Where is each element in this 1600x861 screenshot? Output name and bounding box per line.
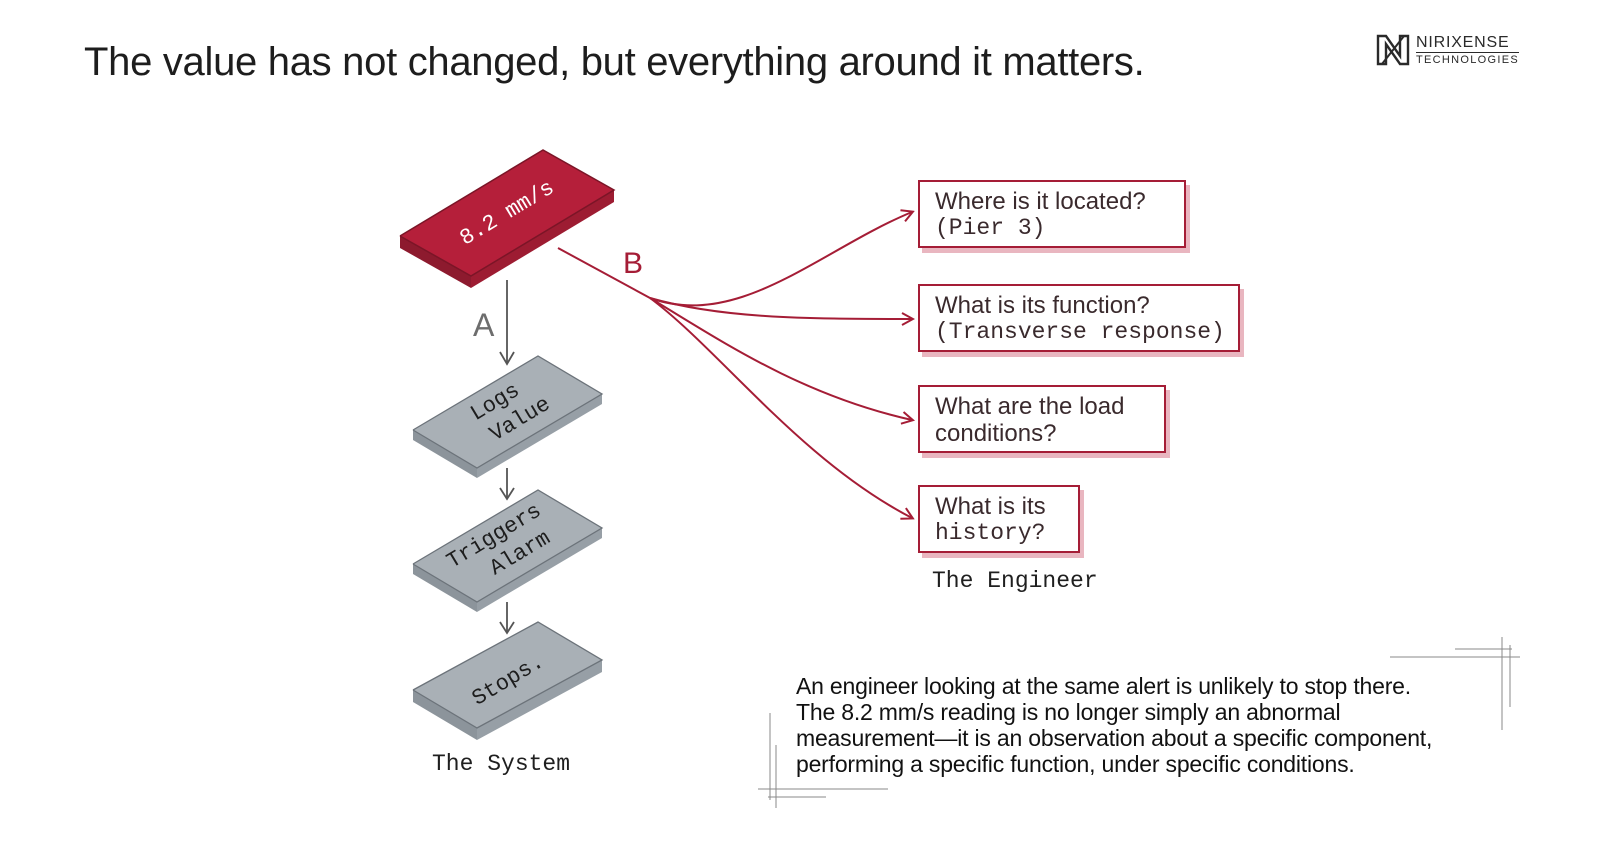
logo-subtitle: TECHNOLOGIES [1416,53,1520,66]
explanation-paragraph: An engineer looking at the same alert is… [796,673,1496,777]
value-block: 8.2 mm/s [399,149,616,288]
system-arrowhead-1 [499,487,515,501]
branch-a-arrowhead [499,351,515,366]
question-history-line2: history? [935,520,1046,546]
question-function: What is its function? (Transverse respon… [918,284,1240,352]
paragraph-line-2: The 8.2 mm/s reading is no longer simply… [796,699,1341,725]
page-title: The value has not changed, but everythin… [84,40,1145,84]
question-history-line1: What is its [935,493,1046,520]
connector-location [649,212,912,307]
engineer-caption: The Engineer [932,568,1098,594]
question-function-line2: (Transverse response) [935,319,1225,345]
system-caption: The System [432,751,571,777]
branch-b-label: B [623,247,643,280]
question-load-line1: What are the load [935,393,1125,420]
question-location-line1: Where is it located? [935,188,1146,215]
question-history: What is its history? [918,485,1080,553]
question-location: Where is it located? (Pier 3) [918,180,1186,248]
paragraph-line-3: measurement—it is an observation about a… [796,725,1433,751]
system-step-logs: Logs Value [412,355,604,478]
question-load: What are the load conditions? [918,385,1166,453]
branch-b-connectors [557,212,912,518]
connector-load [649,297,912,420]
paragraph-line-4: performing a specific function, under sp… [796,751,1355,777]
logo-name: NIRIXENSE [1416,34,1520,53]
question-load-line2: conditions? [935,420,1057,447]
system-step-alarm: Triggers Alarm [412,489,604,612]
logo-n-icon [1376,34,1410,66]
question-location-line2: (Pier 3) [935,215,1046,241]
paragraph-line-1: An engineer looking at the same alert is… [796,673,1411,699]
connector-function [649,297,912,319]
question-function-line1: What is its function? [935,292,1150,319]
branch-a-label: A [473,307,495,343]
company-logo: NIRIXENSE TECHNOLOGIES [1376,34,1520,66]
system-arrowhead-2 [499,621,515,635]
system-step-stops: Stops. [412,621,604,740]
connector-history [649,297,912,518]
